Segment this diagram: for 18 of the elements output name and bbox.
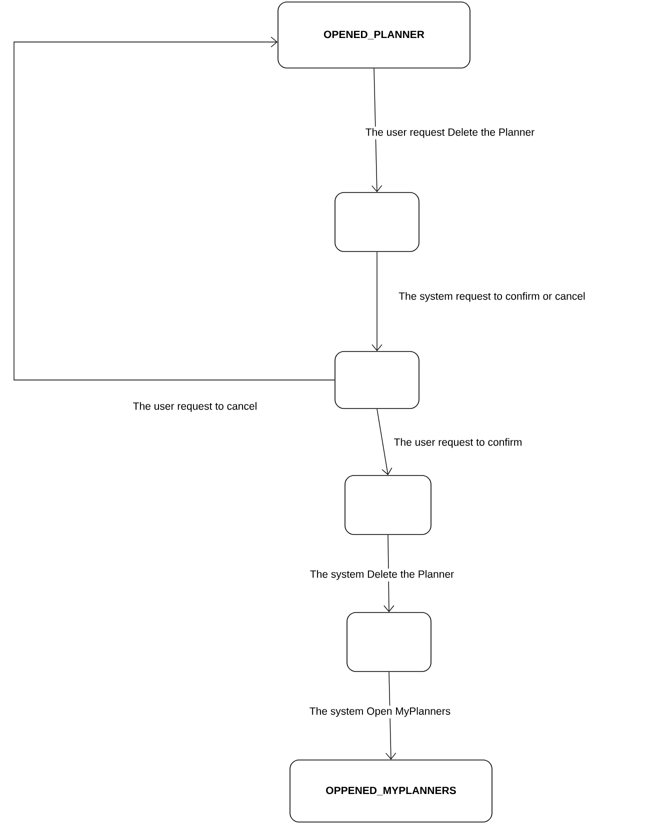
edge-label: The system Delete the Planner xyxy=(308,568,456,582)
state-box xyxy=(344,475,432,535)
edge-label: The user request to cancel xyxy=(131,400,259,414)
arrow xyxy=(371,68,382,192)
state-box xyxy=(334,192,420,252)
state-box: OPENED_PLANNER xyxy=(278,2,470,68)
arrow xyxy=(372,252,382,352)
edge-label: The user request to confirm xyxy=(392,436,524,450)
state-box xyxy=(334,351,420,409)
edge-label: The system request to confirm or cancel xyxy=(397,290,587,304)
edge-label: The system Open MyPlanners xyxy=(308,706,452,718)
arrow xyxy=(376,408,392,476)
arrow xyxy=(386,672,396,760)
state-box xyxy=(346,612,432,672)
edge-label: The user request Delete the Planner xyxy=(364,126,536,140)
arrow xyxy=(384,534,394,612)
arrow xyxy=(14,36,335,380)
state-box: OPPENED_MYPLANNERS xyxy=(290,760,492,822)
